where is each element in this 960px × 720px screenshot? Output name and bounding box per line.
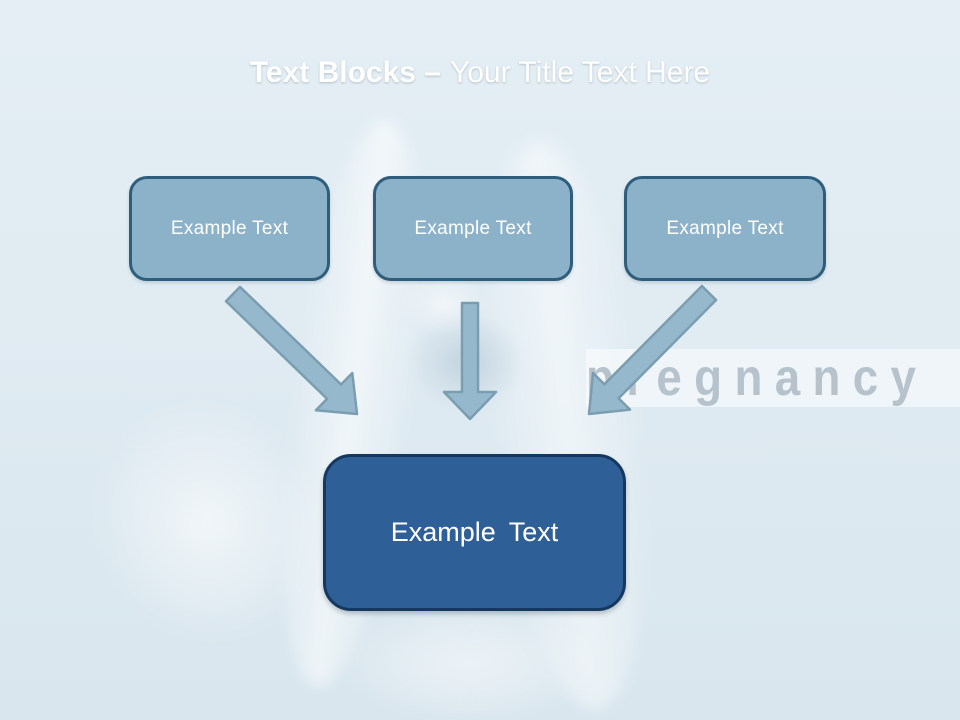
- slide-title-placeholder: Your Title Text Here: [450, 56, 711, 89]
- arrow-down-left-icon: [587, 284, 718, 416]
- text-block-2: Example Text: [373, 176, 573, 281]
- slide-title: Text Blocks – Your Title Text Here: [0, 54, 960, 92]
- result-block-label: Example Text: [390, 517, 559, 547]
- text-block-1: Example Text: [129, 176, 330, 281]
- arrow-down-right-icon: [224, 285, 359, 416]
- text-block-1-label: Example Text: [170, 217, 289, 239]
- arrow-down-icon: [442, 301, 498, 421]
- slide-title-topic: Text Blocks –: [249, 56, 442, 89]
- text-block-3: Example Text: [624, 176, 826, 281]
- text-block-3-label: Example Text: [666, 217, 784, 239]
- result-block: Example Text: [323, 454, 626, 611]
- text-block-2-label: Example Text: [414, 217, 532, 239]
